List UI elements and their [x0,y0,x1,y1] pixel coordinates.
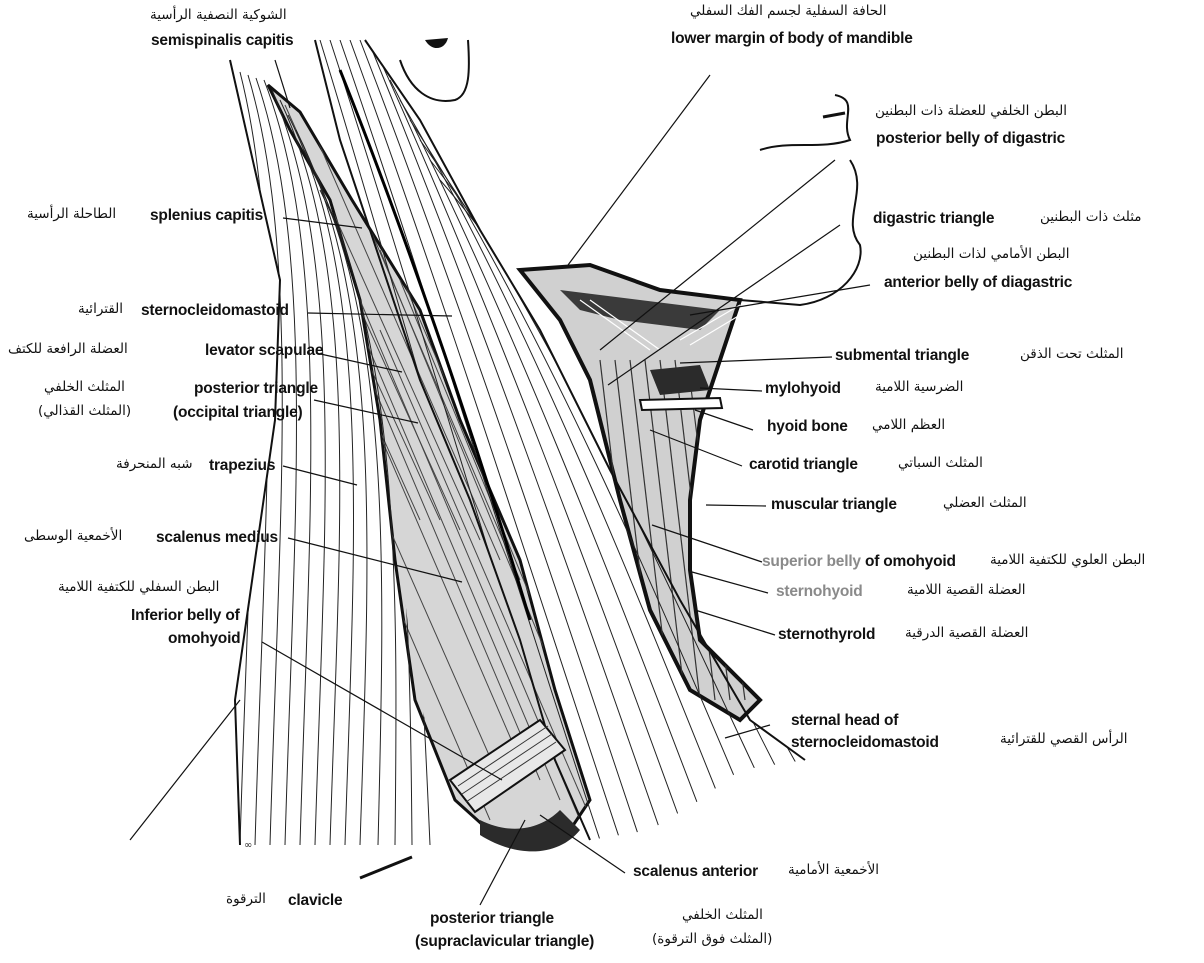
levator-scapulae-en: levator scapulae [205,342,323,360]
scalenus-anterior-en: scalenus anterior [633,863,758,881]
scalenus-medius-en: scalenus medius [156,529,278,547]
carotid-triangle-en: carotid triangle [749,456,858,474]
trapezius-ar: شبه المنحرفة [116,457,193,473]
posterior-triangle-supraclavicular-ar1: المثلث الخلفي [682,908,763,924]
of-omohyoid-text: of omohyoid [861,553,956,570]
posterior-belly-digastric-en: posterior belly of digastric [876,130,1065,148]
posterior-triangle-supraclavicular-en2: (supraclavicular triangle) [415,933,594,951]
inferior-belly-omohyoid-en2: omohyoid [168,630,240,648]
sternal-head-en1: sternal head of [791,712,898,730]
sternal-head-en2: sternocleidomastoid [791,734,939,752]
lower-margin-mandible-ar: الحافة السفلية لجسم الفك السفلي [690,4,886,20]
levator-scapulae-ar: العضلة الرافعة للكتف [8,342,128,358]
signature-mark: ∞ [244,840,252,851]
clavicle-line [360,857,412,878]
scalenus-medius-ar: الأخمعية الوسطى [24,529,122,545]
posterior-triangle-supraclavicular-ar2: (المثلث فوق الترقوة) [652,932,772,948]
posterior-triangle-occipital-en2: (occipital triangle) [173,404,303,422]
superior-belly-omohyoid-en: superior belly of omohyoid [762,553,956,571]
lower-margin-mandible-en: lower margin of body of mandible [671,30,913,48]
sternothyroid-ar: العضلة القصية الدرقية [905,626,1028,642]
splenius-capitis-ar: الطاحلة الرأسية [27,207,116,223]
sternocleidomastoid-ar: القترائية [78,302,123,318]
clavicle-en: clavicle [288,892,342,910]
superior-belly-omohyoid-ar: البطن العلوي للكتفية اللامية [990,553,1145,569]
digastric-triangle-ar: مثلث ذات البطنين [1040,210,1142,226]
hyoid-bone-shape [640,398,722,410]
sternohyoid-ar: العضلة القصية اللامية [907,583,1026,599]
posterior-triangle-occipital-ar2: (المثلث القذالي) [38,404,131,420]
trapezius-outline [230,60,280,845]
anterior-belly-digastric-ar: البطن الأمامي لذات البطنين [913,247,1070,263]
mylohyoid-en: mylohyoid [765,380,841,398]
carotid-triangle-ar: المثلث السباتي [898,456,983,472]
mylohyoid-dark [650,365,710,395]
hyoid-bone-ar: العظم اللامي [872,418,945,434]
clavicle-ar: الترقوة [226,892,266,908]
semispinalis-capitis-en: semispinalis capitis [151,32,293,50]
submental-triangle-ar: المثلث تحت الذقن [1020,347,1123,363]
sternohyoid-en: sternohyoid [776,583,863,601]
splenius-capitis-en: splenius capitis [150,207,263,225]
digastric-triangle-en: digastric triangle [873,210,994,228]
scalenus-anterior-ar: الأخمعية الأمامية [788,863,879,879]
submental-triangle-en: submental triangle [835,347,969,365]
posterior-triangle-supraclavicular-en1: posterior triangle [430,910,554,928]
inferior-belly-omohyoid-ar: البطن السفلي للكتفية اللامية [58,580,219,596]
inferior-belly-omohyoid-en1: Inferior belly of [131,607,240,625]
superior-belly-gray-text: superior belly [762,553,861,570]
hyoid-bone-en: hyoid bone [767,418,848,436]
muscular-triangle-ar: المثلث العضلي [943,496,1027,512]
posterior-triangle-occipital-ar1: المثلث الخلفي [44,380,125,396]
anterior-belly-digastric-en: anterior belly of diagastric [884,274,1072,292]
semispinalis-capitis-ar: الشوكية النصفية الرأسية [150,8,287,24]
anterior-triangle-region [520,265,760,720]
posterior-belly-digastric-ar: البطن الخلفي للعضلة ذات البطنين [875,104,1067,120]
mylohyoid-ar: الضرسية اللامية [875,380,963,396]
sternal-head-ar: الرأس القصي للقترائية [1000,732,1128,748]
sternothyroid-en: sternothyrold [778,626,875,644]
sternocleidomastoid-en: sternocleidomastoid [141,302,289,320]
leader-lines [130,60,870,905]
trapezius-en: trapezius [209,457,275,475]
posterior-triangle-occipital-en1: posterior triangle [194,380,318,398]
muscular-triangle-en: muscular triangle [771,496,897,514]
ear-mark [425,38,448,48]
